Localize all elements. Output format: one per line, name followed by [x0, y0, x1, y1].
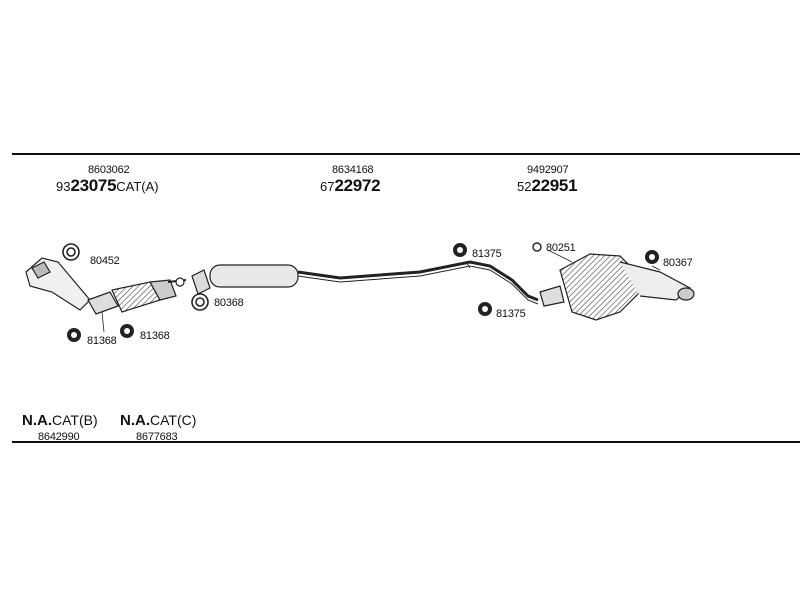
na-line: N.A.CAT(C): [120, 412, 196, 429]
part-label-80452: 80452: [90, 255, 120, 267]
part-label-81368-b: 81368: [140, 330, 170, 342]
na-label: N.A.: [22, 412, 52, 429]
kit-number: 8603062: [88, 164, 130, 176]
kit-number: 9492907: [527, 164, 569, 176]
kit-prefix: 93: [56, 179, 71, 194]
na-number[interactable]: 8642990: [38, 431, 80, 443]
part-label-80368: 80368: [214, 297, 244, 309]
kit-code[interactable]: 23075: [70, 176, 117, 195]
kit-number: 8634168: [332, 164, 374, 176]
part-label-81368-a: 81368: [87, 335, 117, 347]
centre-silencer-pipe[interactable]: [191, 260, 539, 305]
rubber-mount-icon-81368-b[interactable]: [120, 324, 134, 338]
kit-code[interactable]: 22951: [531, 176, 578, 195]
na-suffix: CAT(C): [150, 412, 197, 428]
kit-prefix: 52: [517, 179, 532, 194]
kit-prefix: 67: [320, 179, 335, 194]
kit-code-line: 6722972: [320, 176, 381, 195]
kit-suffix: CAT(A): [116, 179, 159, 194]
not-available-item-1: N.A.CAT(B) 8642990: [22, 412, 98, 445]
part-label-81375-top: 81375: [472, 248, 502, 260]
rubber-mount-icon-81375-top[interactable]: [453, 243, 467, 257]
kit-group-3: 9492907 5222951: [517, 162, 578, 195]
leader-lines: [101, 249, 661, 333]
na-suffix: CAT(B): [52, 412, 98, 428]
rear-silencer[interactable]: [539, 253, 695, 321]
kit-code-line: 9323075CAT(A): [56, 176, 159, 195]
bottom-rule: [12, 441, 800, 443]
kit-code-line: 5222951: [517, 176, 578, 195]
not-available-item-2: N.A.CAT(C) 8677683: [120, 412, 196, 445]
part-label-80251: 80251: [546, 242, 576, 254]
gasket-icon-80368[interactable]: [191, 293, 209, 311]
kit-code[interactable]: 22972: [334, 176, 381, 195]
kit-group-1: 8603062 9323075CAT(A): [56, 162, 159, 195]
na-line: N.A.CAT(B): [22, 412, 98, 429]
rubber-mount-icon-81375-bottom[interactable]: [478, 302, 492, 316]
clamp-icon-80251[interactable]: [532, 242, 542, 252]
catalytic-converter-front[interactable]: [25, 257, 187, 315]
rubber-mount-icon-81368-a[interactable]: [67, 328, 81, 342]
na-number[interactable]: 8677683: [136, 431, 178, 443]
na-label: N.A.: [120, 412, 150, 429]
kit-group-2: 8634168 6722972: [320, 162, 381, 195]
gasket-icon-80452[interactable]: [62, 243, 80, 261]
top-rule: [12, 153, 800, 155]
part-label-80367: 80367: [663, 257, 693, 269]
part-label-81375-bottom: 81375: [496, 308, 526, 320]
rubber-mount-icon-80367[interactable]: [645, 250, 659, 264]
